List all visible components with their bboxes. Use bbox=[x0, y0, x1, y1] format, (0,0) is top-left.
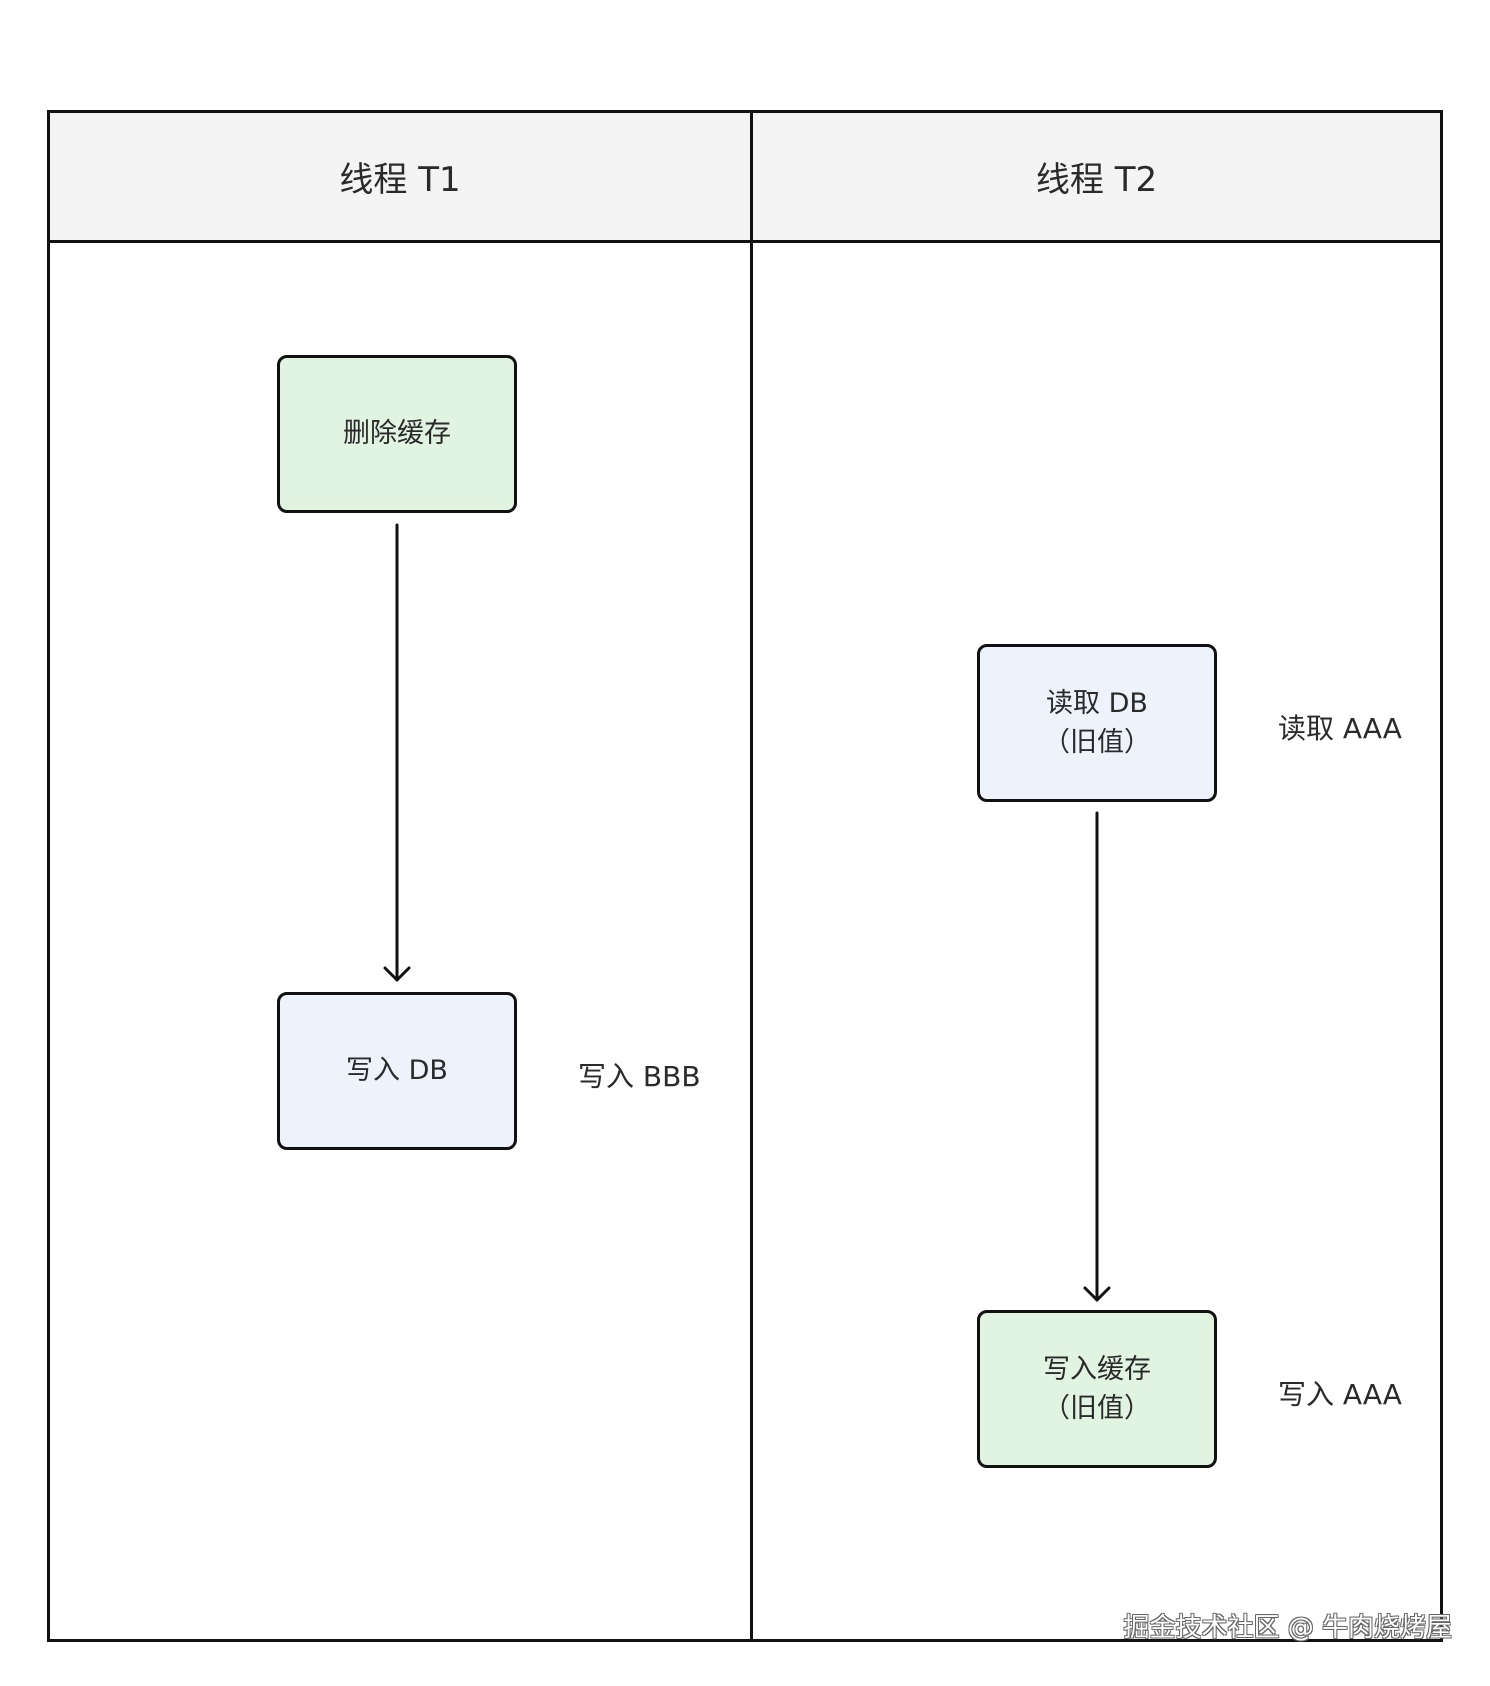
lane-header-t2: 线程 T2 bbox=[753, 113, 1440, 243]
lane-thread-t1: 线程 T1 bbox=[50, 113, 750, 1639]
arrowhead-read-db-to-write-cache bbox=[1083, 1286, 1111, 1302]
lane-title-t1: 线程 T1 bbox=[339, 160, 461, 200]
node-read-db-sublabel: （旧值） bbox=[1043, 727, 1151, 758]
annotation-read-aaa: 读取 AAA bbox=[1278, 712, 1402, 745]
swimlane-diagram: 线程 T1 线程 T2 bbox=[47, 110, 1443, 1642]
node-read-db: 读取 DB （旧值） bbox=[977, 644, 1217, 802]
arrowhead-delete-to-write-db bbox=[383, 966, 411, 982]
node-write-db: 写入 DB bbox=[277, 992, 517, 1150]
node-write-db-label: 写入 DB bbox=[346, 1055, 448, 1087]
lane-thread-t2: 线程 T2 bbox=[750, 113, 1440, 1639]
node-write-cache-label: 写入缓存 bbox=[1043, 1353, 1151, 1385]
node-read-db-label: 读取 DB bbox=[1046, 687, 1148, 719]
node-write-cache-sublabel: （旧值） bbox=[1043, 1393, 1151, 1424]
node-delete-cache: 删除缓存 bbox=[277, 355, 517, 513]
lane-title-t2: 线程 T2 bbox=[1035, 160, 1158, 200]
node-delete-cache-label: 删除缓存 bbox=[343, 418, 451, 450]
annotation-write-bbb: 写入 BBB bbox=[578, 1060, 701, 1093]
lane-header-t1: 线程 T1 bbox=[50, 113, 750, 243]
watermark: 掘金技术社区 @ 牛肉烧烤屋 bbox=[1123, 1613, 1452, 1643]
node-write-cache: 写入缓存 （旧值） bbox=[977, 1310, 1217, 1468]
annotation-write-aaa: 写入 AAA bbox=[1278, 1378, 1402, 1411]
